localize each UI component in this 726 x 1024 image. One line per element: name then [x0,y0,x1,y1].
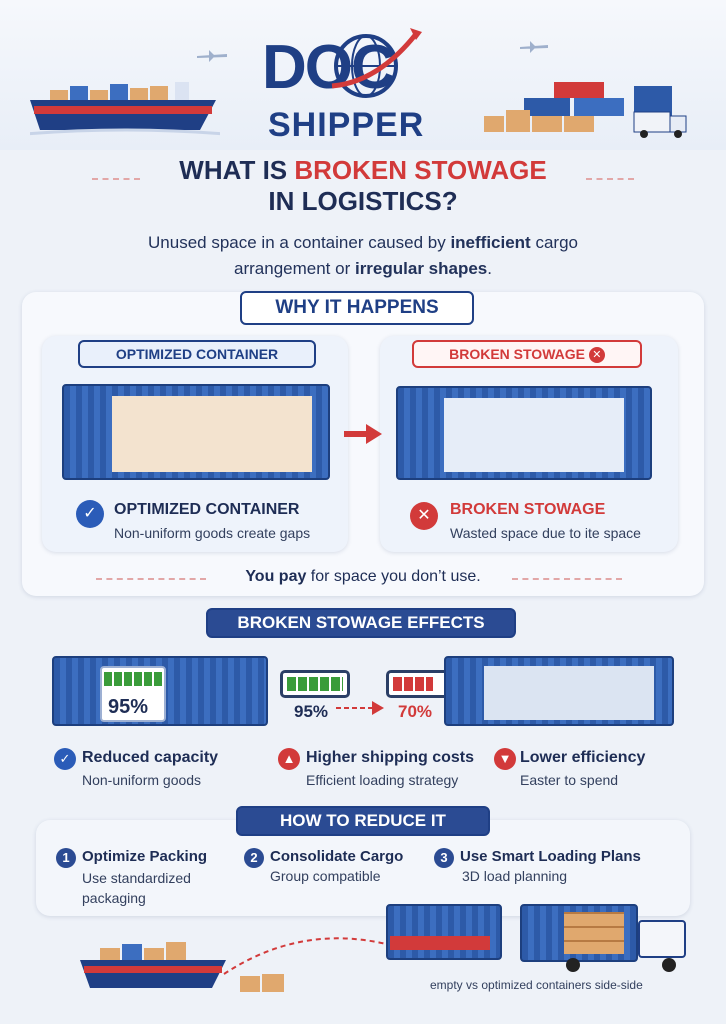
broken-label: BROKEN STOWAGE [450,501,606,518]
logo-wordmark-bottom: SHIPPER [268,106,425,144]
battery-full-icon [280,670,350,698]
broken-banner: BROKEN STOWAGE ✕ [412,340,642,368]
battery-full-value: 95% [294,702,329,721]
cargo-ship-illustration [30,82,220,136]
brand-logo: DOC SHIPPER [262,18,462,148]
title-highlight: BROKEN STOWAGE [294,155,547,185]
bottom-caption: empty vs optimized containers side-side [430,978,643,992]
close-icon: ✕ [410,502,438,530]
check-icon: ✓ [54,748,76,770]
arrow-right-icon [344,424,382,444]
step-desc: Use standardized packaging [82,870,191,906]
down-arrow-icon: ▼ [494,748,516,770]
effect-desc: Non-uniform goods [82,772,202,788]
truck-cab [638,920,686,958]
close-icon: ✕ [588,347,605,364]
container-stack-illustration [484,82,687,138]
tagline-text: for space you don’t use. [306,568,481,585]
divider [512,578,622,580]
container-interior [444,398,624,472]
tagline: You pay for space you don’t use. [0,568,726,586]
warning-icon: ▲ [278,748,300,770]
title-text: WHAT IS [179,155,295,185]
subtitle-text: . [487,259,492,278]
step-number: 3 [434,848,454,868]
container-cargo [564,912,624,954]
effect-desc: Efficient loading strategy [306,772,459,788]
subtitle-text: cargo [530,233,578,252]
globe-plane-icon [331,28,422,98]
arrow-right-icon [336,701,384,715]
battery-fill [393,677,433,691]
broken-desc: Wasted space due to ite space [450,525,641,541]
subtitle-line1: Unused space in a container caused by in… [0,230,726,256]
divider [92,178,140,180]
page-title: WHAT IS BROKEN STOWAGE [0,155,726,186]
effect-title: Reduced capacity [82,749,219,766]
cargo-ship-illustration [80,942,226,988]
optimized-banner: OPTIMIZED CONTAINER [78,340,316,368]
divider [586,178,634,180]
step-number: 2 [244,848,264,868]
gauge-value: 95% [108,696,149,718]
tagline-bold: You pay [245,568,307,585]
wheel [566,958,580,972]
effect-desc: Easter to spend [520,772,619,788]
why-banner: WHY IT HAPPENS [240,291,474,325]
divider [96,578,206,580]
container-interior [112,396,312,472]
page-title-line2: IN LOGISTICS? [268,186,458,216]
step-desc: Group compatible [270,868,381,884]
dashed-path-arrow [223,937,387,975]
step-number: 1 [56,848,76,868]
effects-banner: BROKEN STOWAGE EFFECTS [206,608,516,638]
container-stripe [390,936,490,950]
airplane-icon [520,41,548,53]
effect-title: Higher shipping costs [306,749,475,766]
optimized-label: OPTIMIZED CONTAINER [114,501,300,518]
wheel [662,958,676,972]
airplane-icon [197,50,227,62]
battery-low-value: 70% [398,702,433,721]
battery-fill [287,677,343,691]
subtitle-text: arrangement or [234,259,355,278]
reduce-banner: HOW TO REDUCE IT [236,806,490,836]
step-title: Optimize Packing [82,848,208,865]
optimized-desc: Non-uniform goods create gaps [114,525,311,541]
step-desc: 3D load planning [462,868,568,884]
check-icon: ✓ [76,500,104,528]
cargo-boxes [240,974,284,992]
subtitle-line2: arrangement or irregular shapes. [0,256,726,282]
broken-banner-label: BROKEN STOWAGE [449,346,585,362]
subtitle-text: Unused space in a container caused by [148,233,451,252]
step-title: Use Smart Loading Plans [460,848,641,865]
empty-container [386,904,502,960]
subtitle-bold: inefficient [450,233,531,252]
effect-title: Lower efficiency [520,749,646,766]
step-title: Consolidate Cargo [270,848,404,865]
gauge-fill [104,672,162,686]
reduce-section [36,820,690,916]
subtitle-bold: irregular shapes [354,259,488,278]
container-interior [484,666,654,720]
